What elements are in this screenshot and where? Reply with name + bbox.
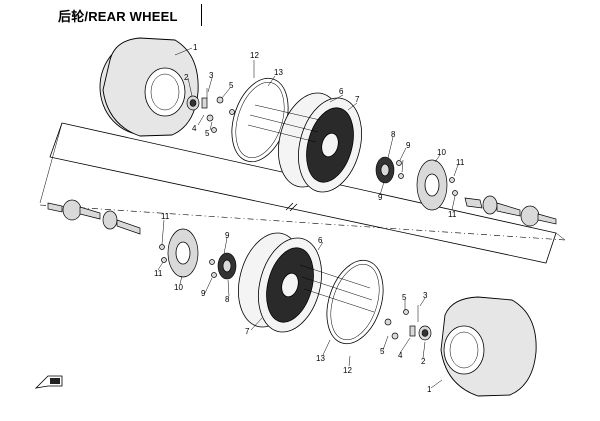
callout-2: 2	[421, 357, 426, 366]
top-hub	[375, 156, 404, 184]
callouts-top: 1 2 3 4 5 5 6 7 8 9 9 10 11 11 12 13	[184, 43, 465, 219]
callout-4: 4	[192, 124, 197, 133]
callout-11: 11	[456, 158, 465, 167]
bottom-left-driveshaft	[47, 199, 141, 235]
callout-2: 2	[184, 73, 189, 82]
callout-11: 11	[161, 212, 170, 221]
callout-9: 9	[406, 141, 411, 150]
callouts-bottom: 11 11 9 6 10 8 9 7 5 5 3 4 2 13 12 1	[154, 212, 432, 394]
callout-1: 1	[193, 43, 198, 52]
callout-3: 3	[423, 291, 428, 300]
top-right-driveshaft	[464, 195, 557, 227]
top-brake-disc	[416, 159, 458, 211]
callout-11: 11	[154, 269, 163, 278]
bottom-hub	[209, 252, 237, 280]
callout-5: 5	[402, 293, 407, 302]
top-rim	[247, 92, 362, 193]
bottom-bead-ring	[326, 259, 384, 345]
bottom-hub-parts	[384, 305, 432, 341]
bottom-tire	[440, 296, 537, 397]
title-separator	[201, 4, 202, 26]
callout-11: 11	[448, 210, 457, 219]
callout-13: 13	[316, 354, 325, 363]
callout-9: 9	[378, 193, 383, 202]
callout-6: 6	[318, 236, 323, 245]
callout-7: 7	[245, 327, 250, 336]
callout-10: 10	[437, 148, 446, 157]
top-tire	[99, 37, 199, 137]
callout-1: 1	[427, 385, 432, 394]
callout-5: 5	[380, 347, 385, 356]
callout-4: 4	[398, 351, 403, 360]
callout-8: 8	[391, 130, 396, 139]
callout-9: 9	[201, 289, 206, 298]
callout-3: 3	[209, 71, 214, 80]
callout-5: 5	[205, 129, 210, 138]
axle-frame	[39, 122, 566, 264]
callout-8: 8	[225, 295, 230, 304]
callout-7: 7	[355, 95, 360, 104]
callout-12: 12	[250, 51, 259, 60]
leader-lines	[157, 47, 459, 389]
top-hub-parts	[186, 88, 235, 133]
callout-5: 5	[229, 81, 234, 90]
direction-arrow-icon	[34, 375, 63, 389]
callout-10: 10	[174, 283, 183, 292]
callout-6: 6	[339, 87, 344, 96]
callout-13: 13	[274, 68, 283, 77]
bottom-rim	[238, 232, 375, 333]
callout-12: 12	[343, 366, 352, 375]
callout-9: 9	[225, 231, 230, 240]
page-title: 后轮/REAR WHEEL	[58, 9, 178, 24]
bottom-brake-disc	[159, 228, 199, 278]
